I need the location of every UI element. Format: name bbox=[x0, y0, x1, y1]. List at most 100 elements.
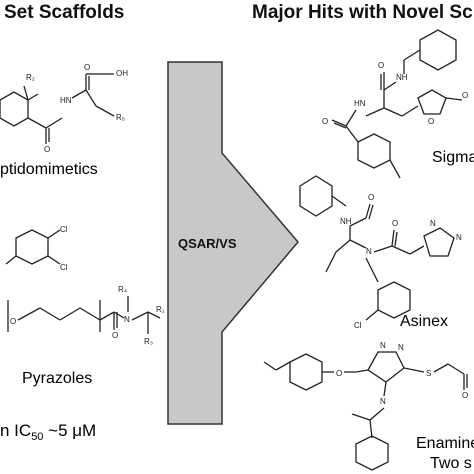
atom-label: O bbox=[462, 391, 468, 400]
atom-label: NH bbox=[396, 73, 408, 82]
bond-line bbox=[351, 413, 371, 421]
atom-label: OH bbox=[116, 69, 128, 78]
bond-line bbox=[15, 229, 49, 265]
atom-label: Cl bbox=[354, 321, 362, 330]
bond-line bbox=[147, 311, 161, 319]
bond-line bbox=[331, 119, 347, 127]
bond-line bbox=[331, 195, 347, 207]
atom-label: N bbox=[380, 341, 386, 350]
left-header: Set Scaffolds bbox=[4, 2, 125, 23]
bond-line bbox=[335, 239, 351, 253]
bond-line bbox=[383, 107, 403, 117]
bond-line bbox=[17, 307, 41, 321]
bond-line bbox=[394, 231, 398, 247]
atom-label: O bbox=[462, 91, 468, 100]
label-two-s: Two s bbox=[430, 455, 472, 472]
label-peptidomimetics: ptidomimetics bbox=[0, 161, 98, 178]
bond-line bbox=[71, 89, 87, 99]
bond-line bbox=[433, 363, 449, 373]
bond-line bbox=[373, 245, 393, 253]
atom-label: R₁ bbox=[156, 305, 165, 314]
bond-line bbox=[403, 367, 425, 373]
atom-label: R₃ bbox=[144, 337, 153, 346]
atom-label: R₂ bbox=[26, 73, 35, 82]
bond-line bbox=[85, 89, 97, 107]
bond-line bbox=[325, 251, 337, 273]
bond-line bbox=[383, 81, 397, 91]
bond-line bbox=[275, 361, 291, 371]
bond-line bbox=[368, 204, 374, 220]
bond-line bbox=[113, 311, 125, 319]
atom-label: HN bbox=[354, 99, 366, 108]
atom-label: O bbox=[392, 219, 398, 228]
label-pyrazoles: Pyrazoles bbox=[22, 370, 92, 387]
bond-line bbox=[355, 435, 389, 471]
atom-label: O bbox=[84, 63, 90, 72]
bond-line bbox=[391, 245, 411, 255]
atom-label: 50 bbox=[31, 431, 43, 443]
peptidomimetic-structure: R₂ O HN O OH R₅ bbox=[0, 63, 128, 154]
bond-line bbox=[369, 419, 373, 439]
atom-label: N bbox=[380, 397, 386, 406]
arrow-label: QSAR/VS bbox=[178, 236, 237, 251]
bond-line bbox=[367, 351, 405, 383]
right-header: Major Hits with Novel Sc bbox=[252, 2, 473, 23]
bond-line bbox=[357, 133, 391, 169]
atom-label: HN bbox=[60, 96, 72, 105]
bond-line bbox=[349, 239, 367, 249]
bond-line bbox=[333, 122, 347, 129]
bond-line bbox=[389, 159, 401, 179]
bond-line bbox=[423, 227, 455, 257]
atom-label: O bbox=[368, 193, 374, 202]
enamine-structure: O N N S O N bbox=[263, 341, 468, 471]
bond-line bbox=[59, 307, 81, 321]
bond-line bbox=[401, 105, 419, 117]
atom-label: O bbox=[10, 317, 16, 326]
atom-label: R₅ bbox=[116, 113, 125, 122]
label-enamine: Enamine bbox=[416, 435, 474, 452]
bond-line bbox=[369, 407, 385, 421]
label-ic50: n IC50 ~5 μM bbox=[0, 421, 96, 443]
bond-line bbox=[5, 255, 17, 265]
bond-line bbox=[47, 229, 61, 239]
bond-line bbox=[299, 175, 333, 217]
bond-line bbox=[349, 217, 367, 227]
bond-line bbox=[23, 85, 29, 101]
bond-line bbox=[27, 93, 39, 101]
bond-line bbox=[447, 363, 465, 375]
chlorophenyl-structure: Cl Cl bbox=[5, 225, 68, 272]
atom-label: O bbox=[44, 145, 50, 154]
sigma-structure: NH O HN O O O bbox=[322, 29, 468, 179]
atom-label: O bbox=[428, 117, 434, 126]
atom-label: ~5 μM bbox=[43, 421, 96, 440]
bond-line bbox=[39, 307, 61, 321]
atom-label: N bbox=[366, 247, 372, 256]
bond-line bbox=[99, 311, 115, 321]
bond-line bbox=[95, 105, 115, 117]
bond-line bbox=[403, 49, 421, 61]
atom-label: O bbox=[336, 369, 342, 378]
bond-line bbox=[365, 107, 385, 117]
label-asinex: Asinex bbox=[400, 313, 448, 330]
bond-line bbox=[419, 29, 457, 71]
bond-line bbox=[445, 97, 463, 101]
bond-line bbox=[383, 381, 387, 397]
atom-label: R₄ bbox=[118, 285, 127, 294]
bond-line bbox=[409, 245, 425, 255]
bond-line bbox=[355, 369, 369, 373]
bond-line bbox=[345, 109, 357, 127]
atom-label: N bbox=[124, 315, 130, 324]
bond-line bbox=[131, 311, 149, 321]
bond-line bbox=[365, 309, 379, 321]
bond-line bbox=[79, 307, 101, 321]
atom-label: Cl bbox=[60, 263, 68, 272]
bond-line bbox=[417, 89, 447, 115]
bond-line bbox=[263, 361, 277, 371]
bond-line bbox=[391, 229, 395, 247]
workflow-arrow bbox=[167, 61, 299, 425]
bond-line bbox=[289, 353, 323, 391]
atom-label: S bbox=[426, 369, 431, 378]
atom-label: O bbox=[322, 117, 328, 126]
asinex-structure: NH O N O N N Cl bbox=[299, 175, 462, 330]
